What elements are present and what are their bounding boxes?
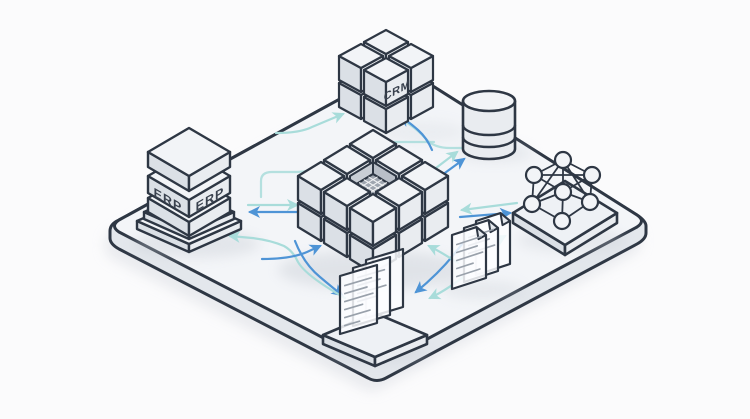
central-data-cube	[296, 128, 450, 275]
arrow-net-to-cube	[459, 201, 519, 215]
arrow-to-cube-bottom	[260, 244, 322, 261]
database-cylinder	[461, 89, 517, 161]
erp-stack	[135, 126, 243, 254]
arrow-to-crm-left	[274, 112, 345, 135]
network-graph	[511, 150, 619, 257]
document-stack-bottom	[321, 247, 429, 368]
arrow-to-erp-base	[227, 230, 347, 300]
crm-cube-cluster	[337, 28, 435, 135]
document-stack-right	[450, 212, 512, 291]
